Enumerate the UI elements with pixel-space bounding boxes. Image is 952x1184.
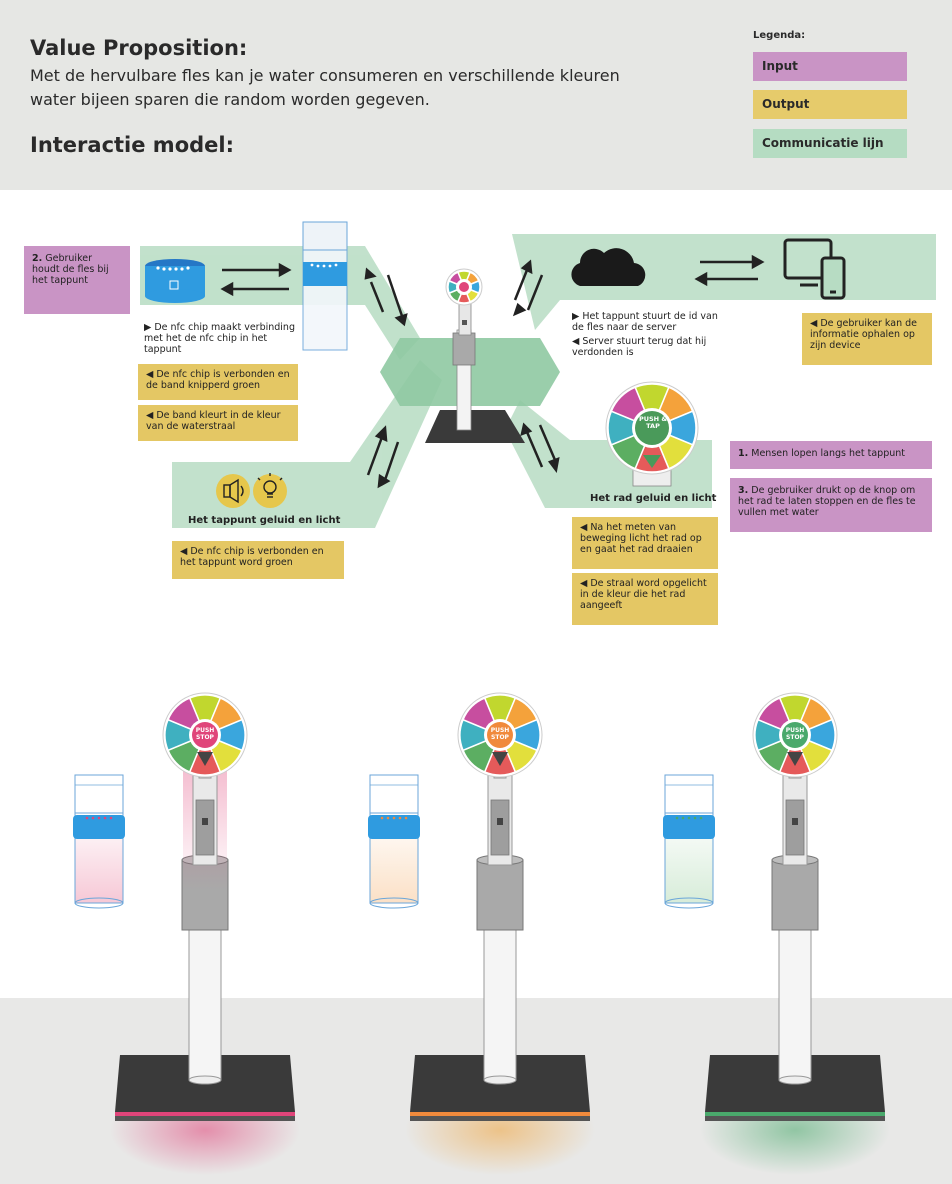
page-title: Value Proposition: <box>30 36 248 60</box>
cloud-icon <box>571 248 646 286</box>
input-note-3-number: 3. <box>738 485 749 496</box>
nfc-icon <box>497 818 503 825</box>
big-wheel-illustration <box>605 381 699 487</box>
station-1 <box>73 692 300 1175</box>
input-note-3-text: De gebruiker drukt op de knop om het rad… <box>738 485 916 518</box>
station-3 <box>663 692 890 1175</box>
output-note-band-color: ◀ De band kleurt in de kleur van de wate… <box>138 405 298 441</box>
bottle-band <box>663 815 715 839</box>
input-note-2-number: 2. <box>32 253 43 264</box>
wheel-button <box>635 411 669 445</box>
legend-output: Output <box>753 90 907 119</box>
tap-sound-light-caption: Het tappunt geluid en licht <box>188 515 341 526</box>
push-tap-button-label: PUSH & TAP <box>638 415 668 430</box>
output-note-tap-green: ◀ De nfc chip is verbonden en het tappun… <box>172 541 344 579</box>
output-note-user-info: ◀ De gebruiker kan de informatie ophalen… <box>802 313 932 365</box>
station-1-button-label: PUSH STOP <box>195 727 215 741</box>
tap-point-illustration <box>425 268 525 443</box>
station-3-button-label: PUSH STOP <box>785 727 805 741</box>
wheel-button <box>459 282 469 292</box>
tap-sends-id-text: ▶ Het tappunt stuurt de id van de fles n… <box>572 311 718 333</box>
legend-title: Legenda: <box>753 30 806 41</box>
input-note-3: 3. De gebruiker drukt op de knop om het … <box>730 478 932 532</box>
bottle-band <box>368 815 420 839</box>
stations-illustration <box>73 692 890 1175</box>
lightbulb-icon <box>253 474 287 508</box>
wheel-button <box>782 722 808 748</box>
bottle-band <box>73 815 125 839</box>
description-line-2: water bijeen sparen die random worden ge… <box>30 90 430 109</box>
station-wheel <box>752 692 838 778</box>
station-2-button-label: PUSH STOP <box>490 727 510 741</box>
nfc-icon <box>202 818 208 825</box>
wheel-sound-light-caption: Het rad geluid en licht <box>590 493 717 504</box>
input-note-1-text: Mensen lopen langs het tappunt <box>751 448 905 459</box>
input-note-2-text: Gebruiker houdt de fles bij het tappunt <box>32 253 109 286</box>
station-wheel <box>162 692 248 778</box>
input-note-2: 2. Gebruiker houdt de fles bij het tappu… <box>24 246 130 314</box>
legend-input: Input <box>753 52 907 81</box>
speaker-icon <box>216 474 250 508</box>
bottle-icon <box>302 221 348 351</box>
devices-icon <box>783 238 846 300</box>
output-note-wheel-spin: ◀ Na het meten van beweging licht het ra… <box>572 517 718 569</box>
output-note-stream-color: ◀ De straal word opgelicht in de kleur d… <box>572 573 718 625</box>
section-title: Interactie model: <box>30 133 234 157</box>
wheel-button <box>192 722 218 748</box>
input-note-1: 1. Mensen lopen langs het tappunt <box>730 441 932 469</box>
output-note-band-green: ◀ De nfc chip is verbonden en de band kn… <box>138 364 298 400</box>
nfc-connect-text: ▶ De nfc chip maakt verbinding met het d… <box>144 322 295 355</box>
nfc-band-icon <box>145 259 205 303</box>
description-line-1: Met de hervulbare fles kan je water cons… <box>30 66 620 85</box>
wheel-button <box>487 722 513 748</box>
input-note-1-number: 1. <box>738 448 749 459</box>
legend-communication: Communicatie lijn <box>753 129 907 158</box>
station-2 <box>368 692 595 1175</box>
nfc-icon <box>792 818 798 825</box>
server-returns-text: ◀ Server stuurt terug dat hij verdonden … <box>572 336 707 358</box>
station-wheel <box>457 692 543 778</box>
interaction-diagram <box>140 221 936 528</box>
